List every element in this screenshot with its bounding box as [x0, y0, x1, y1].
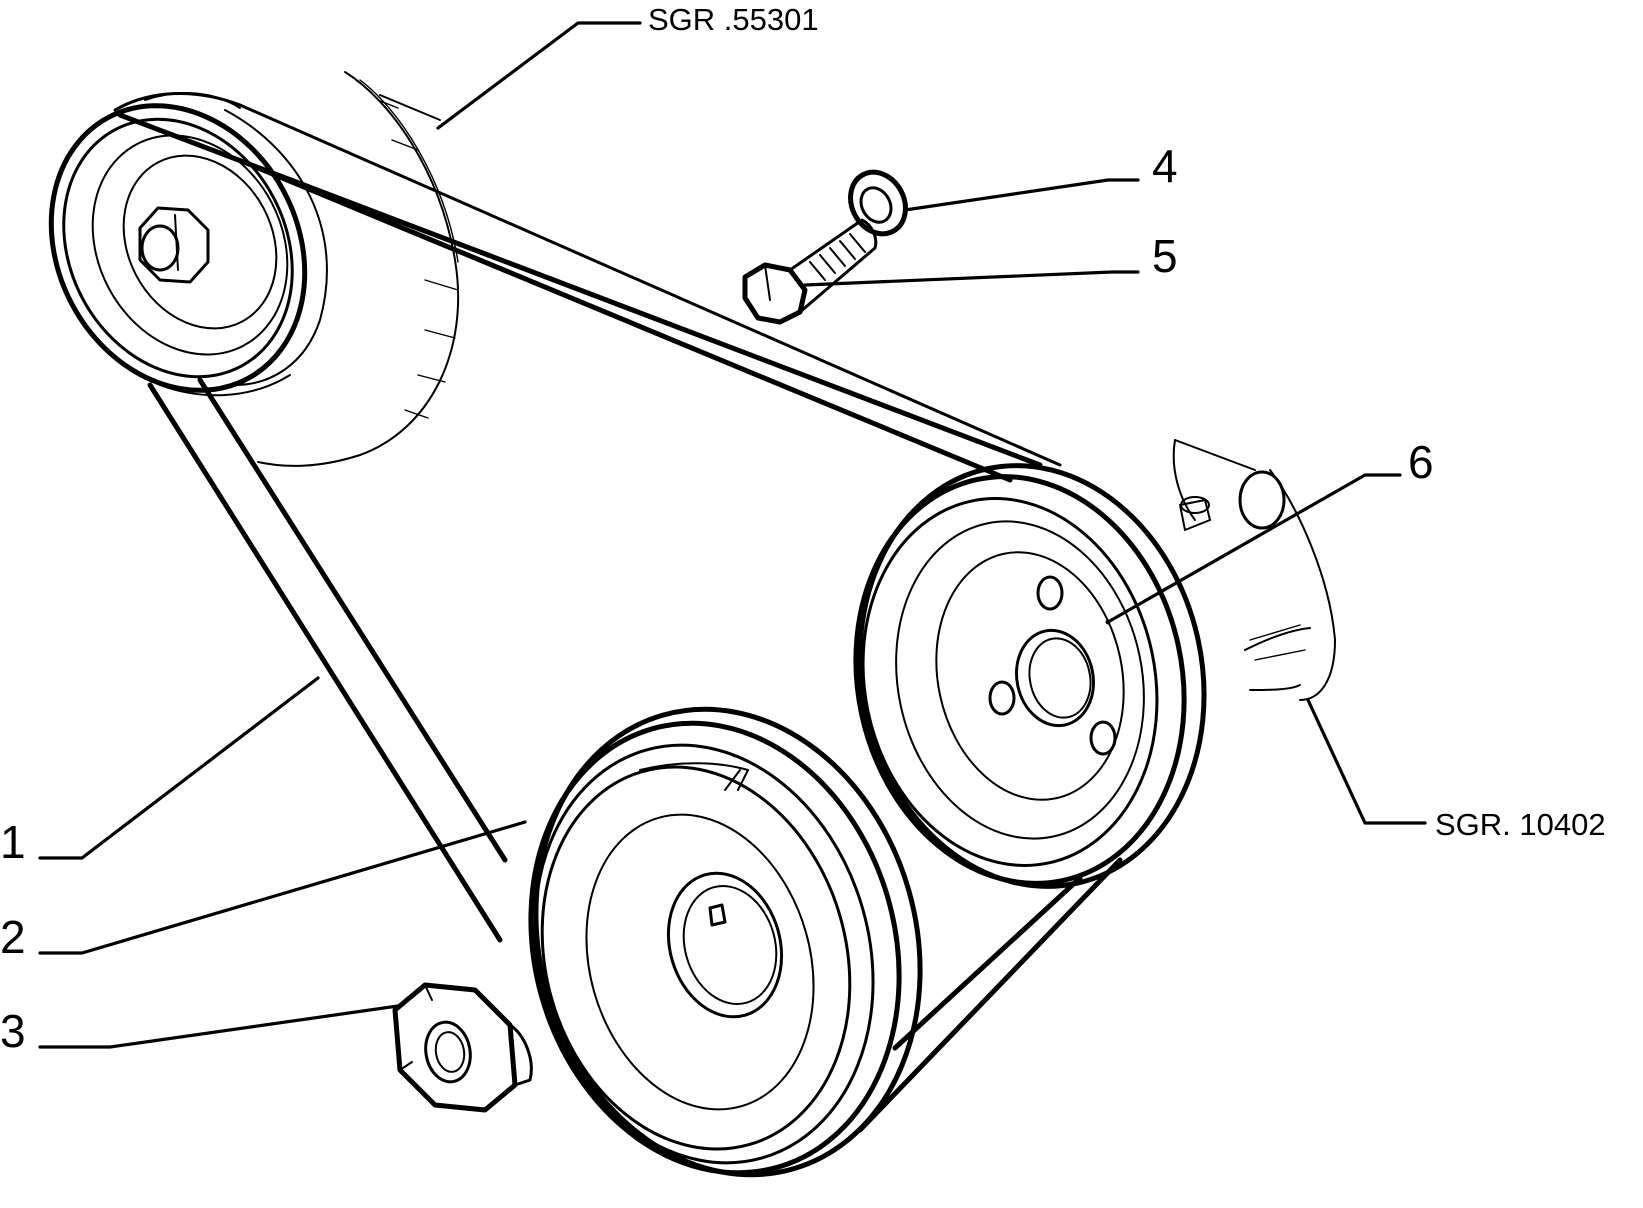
crankshaft-nut — [392, 982, 533, 1113]
alternator-pulley — [48, 103, 328, 397]
crankshaft-pulley — [528, 706, 923, 1178]
callout-5: 5 — [1152, 230, 1178, 282]
bolt — [742, 218, 878, 325]
callout-3: 3 — [0, 1005, 26, 1057]
callout-1: 1 — [0, 816, 26, 868]
callout-4: 4 — [1152, 140, 1178, 192]
water-pump-pulley — [853, 439, 1336, 889]
drive-belt — [113, 92, 1123, 1133]
callout-6: 6 — [1408, 436, 1434, 488]
washer — [848, 169, 908, 237]
leader-lines — [38, 21, 1427, 1049]
reference-sgr-55301: SGR .55301 — [648, 2, 819, 37]
reference-sgr-10402: SGR. 10402 — [1435, 807, 1606, 842]
callout-labels: 1 2 3 4 5 6 SGR .55301 SGR. 10402 — [0, 2, 1606, 1057]
callout-2: 2 — [0, 911, 26, 963]
alternator-pulley-nut — [138, 206, 210, 284]
